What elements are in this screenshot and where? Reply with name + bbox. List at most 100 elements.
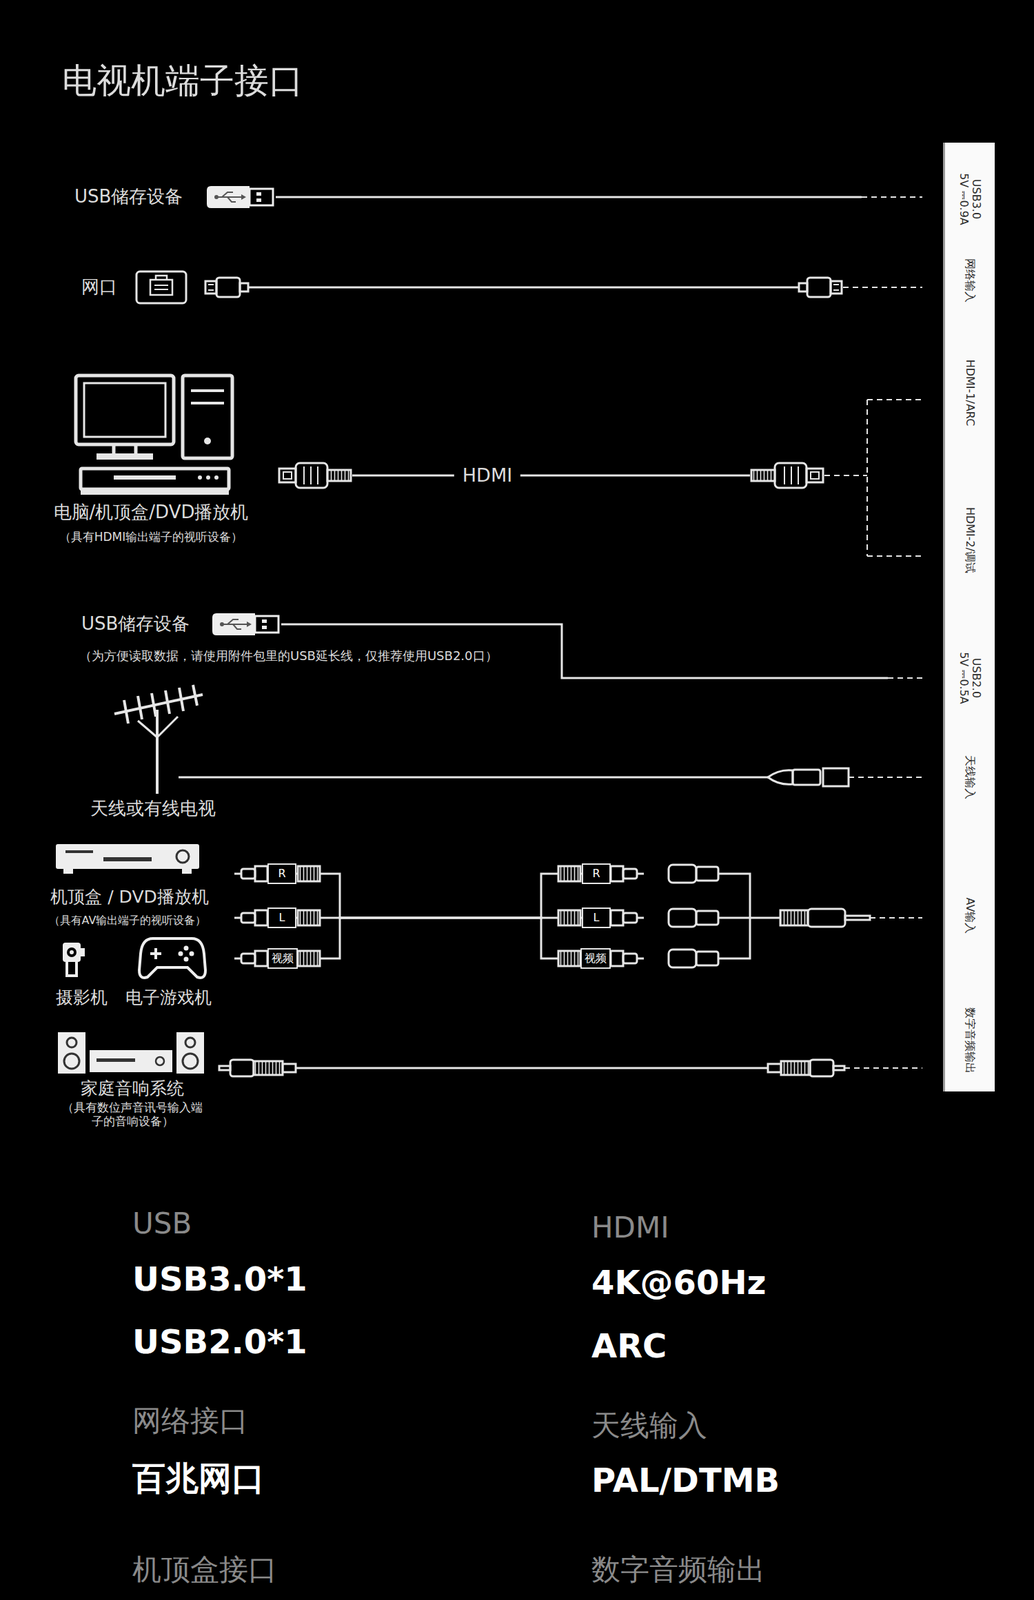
computer-picture — [75, 375, 174, 445]
ethernet-port-icon — [136, 271, 187, 304]
camera-picture — [66, 962, 77, 977]
av-cable — [869, 917, 923, 919]
device-label: （具有HDMI输出端子的视听设备） — [59, 530, 244, 545]
spec-text: USB3.0*1 — [132, 1260, 308, 1299]
page-title: 电视机端子接口 — [62, 61, 304, 102]
antenna-picture — [155, 710, 159, 795]
hdmi-cable — [866, 399, 868, 557]
usb3-cable — [275, 196, 923, 199]
av-cable — [807, 909, 846, 928]
av-cable — [845, 916, 870, 921]
optical-cable — [844, 1067, 923, 1070]
usb3-cable — [275, 196, 862, 199]
dvd-player-picture — [55, 844, 200, 875]
spec-text: ARC — [591, 1327, 667, 1366]
computer-picture — [75, 375, 233, 490]
hdmi-cable — [867, 555, 923, 557]
dvd-player-picture — [63, 869, 74, 875]
port-name: 天线输入 — [963, 755, 977, 800]
spec-text: 4K@60Hz — [591, 1264, 767, 1303]
ethernet-port-icon — [150, 275, 173, 296]
speaker-system-picture — [155, 1057, 165, 1066]
av-cable — [729, 874, 923, 959]
dvd-player-picture — [103, 857, 152, 862]
gamepad-picture — [150, 948, 162, 960]
gamepad-picture — [139, 938, 206, 979]
computer-picture — [190, 390, 225, 404]
rca-plug-label: R — [581, 863, 611, 885]
illustration — [279, 463, 351, 489]
speaker-system-picture — [64, 1053, 80, 1070]
computer-picture — [197, 475, 202, 480]
antenna-cable — [178, 768, 923, 787]
spec-text: PAL/DTMB — [591, 1462, 780, 1500]
computer-picture — [206, 475, 211, 480]
channel-name: L — [593, 912, 600, 924]
ethernet-port-icon — [154, 285, 169, 290]
rca-plug-label: L — [267, 907, 297, 929]
port-name: USB3.0 5V ⎓0.9A — [957, 171, 982, 227]
channel-name: 视频 — [584, 953, 607, 965]
usb2-cable — [887, 677, 923, 679]
hdmi-cable — [352, 474, 750, 478]
computer-picture — [80, 490, 229, 495]
illustration — [219, 1060, 296, 1077]
antenna-cable — [792, 769, 821, 786]
device-label: 摄影机 — [55, 988, 108, 1009]
spec-text: USB2.0*1 — [132, 1323, 308, 1362]
hdmi-cable — [867, 399, 923, 401]
usb3-cable — [861, 196, 923, 198]
illustration — [205, 277, 249, 298]
port-panel: USB3.0 5V ⎓0.9A网络输入HDMI-1/ARCHDMI-2/调试US… — [945, 142, 995, 1092]
device-label: USB储存设备 — [74, 186, 183, 208]
camera-picture — [62, 943, 85, 977]
spec-text: 机顶盒接口 — [132, 1553, 278, 1587]
av-cable — [729, 874, 781, 959]
spec-text: 天线输入 — [591, 1409, 708, 1443]
spec-text: 数字音频输出 — [591, 1553, 766, 1587]
port-name: 数字音频输出 — [963, 1007, 977, 1074]
ethernet-cable — [248, 286, 799, 289]
device-label: 电脑/机顶盒/DVD播放机 — [53, 502, 249, 524]
speaker-system-picture — [89, 1050, 173, 1073]
ethernet-port-icon — [136, 271, 187, 304]
illustration — [668, 949, 730, 968]
rca-plug-label: 视频 — [267, 948, 298, 970]
speaker-system-picture — [96, 1058, 136, 1063]
av-cable-wire — [297, 918, 581, 959]
gamepad-picture — [184, 957, 189, 963]
device-label: （具有数位声音讯号输入端子的音响设备） — [59, 1101, 205, 1129]
camera-picture — [62, 943, 81, 963]
hdmi-cable — [824, 474, 868, 477]
channel-name: R — [592, 868, 600, 880]
illustration — [668, 909, 730, 928]
port-name: 网络输入 — [963, 258, 977, 303]
port-name: USB2.0 5V ⎓0.5A — [957, 650, 982, 706]
gamepad-picture — [178, 951, 184, 957]
device-label: HDMI — [454, 464, 521, 486]
device-label: （为方便读取数据，请使用附件包里的USB延长线，仅推荐使用USB2.0口） — [79, 649, 498, 664]
computer-picture — [80, 468, 229, 490]
optical-cable — [295, 1067, 923, 1070]
rca-plug-label: R — [267, 863, 297, 885]
computer-picture — [96, 453, 154, 460]
computer-picture — [204, 437, 211, 445]
gamepad-picture — [139, 938, 206, 979]
camera-picture — [80, 948, 85, 957]
illustration — [798, 277, 842, 298]
device-label: （具有AV输出端子的视听设备） — [48, 914, 207, 928]
illustration — [668, 865, 730, 884]
dvd-player-picture — [181, 869, 192, 875]
spec-text: 百兆网口 — [132, 1460, 265, 1498]
port-name: AV输入 — [963, 898, 977, 935]
rca-plug-label: 视频 — [580, 948, 611, 970]
computer-picture — [113, 444, 136, 455]
camera-picture — [69, 950, 74, 955]
usb-icon — [206, 186, 273, 209]
rca-plug-label: L — [581, 907, 611, 929]
spec-text: USB — [132, 1207, 192, 1241]
gamepad-picture — [189, 951, 195, 957]
computer-picture — [84, 383, 166, 438]
port-name: HDMI-2/调试 — [963, 507, 977, 574]
